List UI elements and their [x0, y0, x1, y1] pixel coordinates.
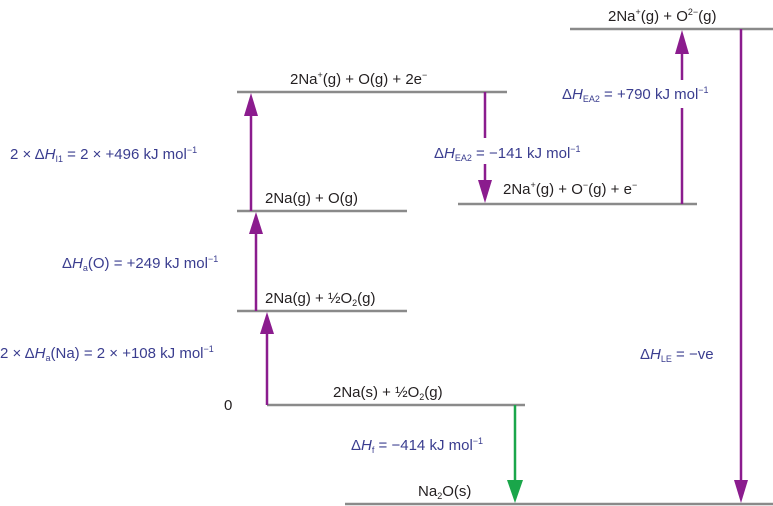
arrow-up-atomisation-o	[249, 212, 263, 311]
annotation-atomisation-o: ΔHa(O) = +249 kJ mol−1	[62, 254, 218, 273]
annotation-ionisation: 2 × ΔHI1 = 2 × +496 kJ mol−1	[10, 145, 197, 164]
level-label-product: Na2O(s)	[418, 483, 471, 501]
arrow-up-electron-affinity-2	[675, 30, 689, 204]
level-labels: 2Na+(g) + O2−(g) 2Na+(g) + O(g) + 2e− 2N…	[224, 7, 717, 501]
annotation-formation: ΔHf = −414 kJ mol−1	[351, 436, 483, 455]
level-label-atoms: 2Na(g) + O(g)	[265, 190, 358, 207]
annotation-atomisation-na: 2 × ΔHa(Na) = 2 × +108 kJ mol−1	[0, 344, 214, 363]
annotation-electron-affinity-1: ΔHEA2 = −141 kJ mol−1	[434, 144, 581, 163]
annotation-electron-affinity-2: ΔHEA2 = +790 kJ mol−1	[562, 85, 709, 104]
annotation-lattice-energy: ΔHLE = −ve	[640, 346, 714, 364]
arrow-up-ionisation	[244, 93, 258, 211]
enthalpy-annotations: 2 × ΔHI1 = 2 × +496 kJ mol−1 ΔHa(O) = +2…	[0, 85, 714, 455]
energy-levels	[237, 27, 773, 506]
arrows	[244, 29, 748, 503]
arrow-down-electron-affinity-1	[478, 92, 492, 203]
arrow-down-lattice-energy	[734, 29, 748, 503]
arrow-up-atomisation-na	[260, 312, 274, 405]
level-label-na-atomised: 2Na(g) + ½O2(g)	[265, 290, 375, 308]
zero-label: 0	[224, 397, 232, 414]
level-label-ionised: 2Na+(g) + O(g) + 2e−	[290, 70, 427, 88]
level-label-ea1: 2Na+(g) + O−(g) + e−	[503, 180, 637, 198]
level-label-top: 2Na+(g) + O2−(g)	[608, 7, 717, 25]
level-label-elements: 2Na(s) + ½O2(g)	[333, 384, 443, 402]
arrow-down-formation	[507, 405, 523, 503]
